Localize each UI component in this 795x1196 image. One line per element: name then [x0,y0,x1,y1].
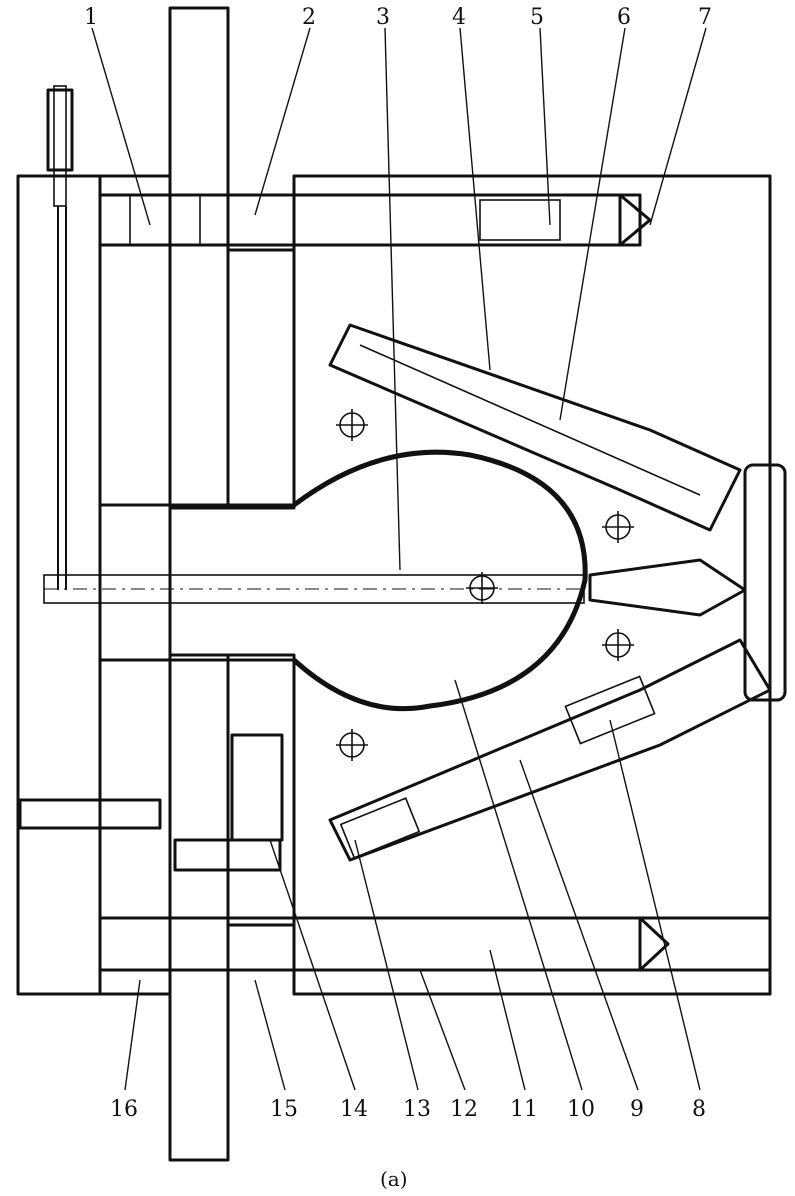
callout-15: 15 [270,1097,298,1122]
callout-4: 4 [452,5,466,30]
bottom-callouts: 16 15 14 13 12 11 10 9 8 [110,1097,706,1122]
bottom-guide-bolt [98,916,772,972]
callout-1: 1 [84,5,98,30]
callout-7: 7 [698,5,712,30]
callout-10: 10 [567,1097,595,1122]
callout-5: 5 [530,5,544,30]
upper-inclined-pin [328,323,742,532]
bottom-leader-lines [124,679,701,1091]
spring-block [173,733,284,872]
top-leader-lines [91,27,707,571]
right-mold-block [292,174,772,996]
callout-12: 12 [450,1097,478,1122]
cooling-channel-markers [336,409,634,761]
callout-16: 16 [110,1097,138,1122]
left-side-screw [18,798,162,830]
left-intermediate-plate [98,174,172,996]
inner-column-block [226,248,296,927]
figure-caption: (a) [380,1167,408,1191]
callout-6: 6 [617,5,631,30]
callout-3: 3 [376,5,390,30]
callout-9: 9 [630,1097,644,1122]
callout-13: 13 [403,1097,431,1122]
lower-inclined-pin [328,638,772,862]
callout-11: 11 [510,1097,538,1122]
axial-bore [43,574,585,604]
central-core [98,449,588,712]
top-callouts: 1 2 3 4 5 6 7 [84,5,712,30]
callout-2: 2 [302,5,316,30]
vertical-mounting-flange [168,6,230,1162]
callout-8: 8 [692,1097,706,1122]
right-end-cap [588,463,787,702]
coolant-fitting [46,85,74,590]
top-guide-bolt [98,193,652,247]
callout-14: 14 [340,1097,368,1122]
